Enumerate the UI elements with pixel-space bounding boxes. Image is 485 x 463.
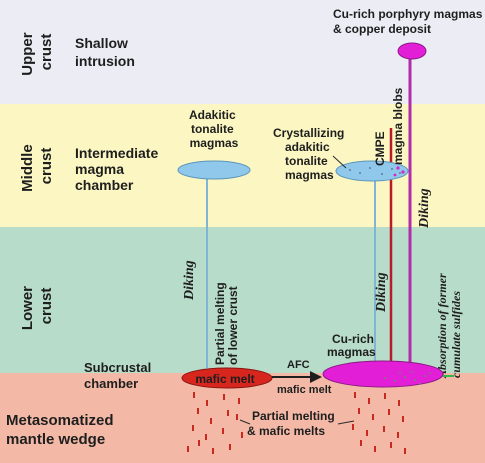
adakitic-tonalite-chamber	[177, 160, 251, 180]
crystallizing-label: Crystallizing adakitic tonalite magmas	[273, 126, 348, 182]
shallow-intrusion-label: Shallow intrusion	[75, 35, 135, 69]
cu-rich-chamber	[322, 360, 444, 388]
diking-right-label: Diking	[417, 188, 432, 229]
afc-arrow-head	[310, 371, 322, 383]
partial-melting-mafic-label: Partial melting & mafic melts	[247, 409, 338, 438]
lower-crust-label: Lower crust	[19, 282, 55, 330]
cumulate-sulfide-dots	[384, 371, 431, 385]
mantle-wedge-label: Metasomatized mantle wedge	[6, 412, 118, 448]
crystal-speckles	[349, 167, 401, 175]
magma-blobs-dots	[393, 166, 405, 177]
porphyry-magma-blob	[397, 42, 427, 60]
porphyry-label: Cu-rich porphyry magmas & copper deposit	[333, 7, 485, 36]
mafic-leader-left	[239, 419, 251, 425]
mafic-melt-arrow-label: mafic melt	[277, 384, 332, 396]
upper-crust-label: Upper crust	[19, 28, 55, 76]
left-melt-droplets	[187, 392, 243, 454]
crystallizing-leader	[332, 155, 347, 169]
mafic-leader-right	[337, 420, 355, 425]
lower-crust-band	[0, 227, 485, 373]
crystallizing-tonalite-chamber	[335, 160, 409, 182]
diking-mid-label: Diking	[374, 272, 389, 313]
partial-melting-lower-label: Partial melting of lower crust	[213, 279, 240, 365]
subcrustal-chamber-label: Subcrustal chamber	[84, 360, 155, 391]
cu-rich-magmas-label: Cu-rich magmas	[327, 332, 377, 359]
mafic-melt-chamber-label: mafic melt	[195, 372, 254, 386]
right-melt-droplets	[352, 392, 406, 454]
magma-blobs-label: magma blobs	[391, 87, 405, 165]
absorption-label: Absorption of former cumulate sulfides	[435, 270, 463, 379]
adakitic-tonalite-label: Adakitic tonalite magmas	[189, 108, 239, 150]
diking-left-label: Diking	[182, 260, 197, 301]
afc-label: AFC	[287, 359, 310, 371]
middle-crust-label: Middle crust	[19, 140, 55, 192]
intermediate-chamber-label: Intermediate magma chamber	[75, 145, 162, 193]
cmpe-label: CMPE	[373, 131, 387, 166]
